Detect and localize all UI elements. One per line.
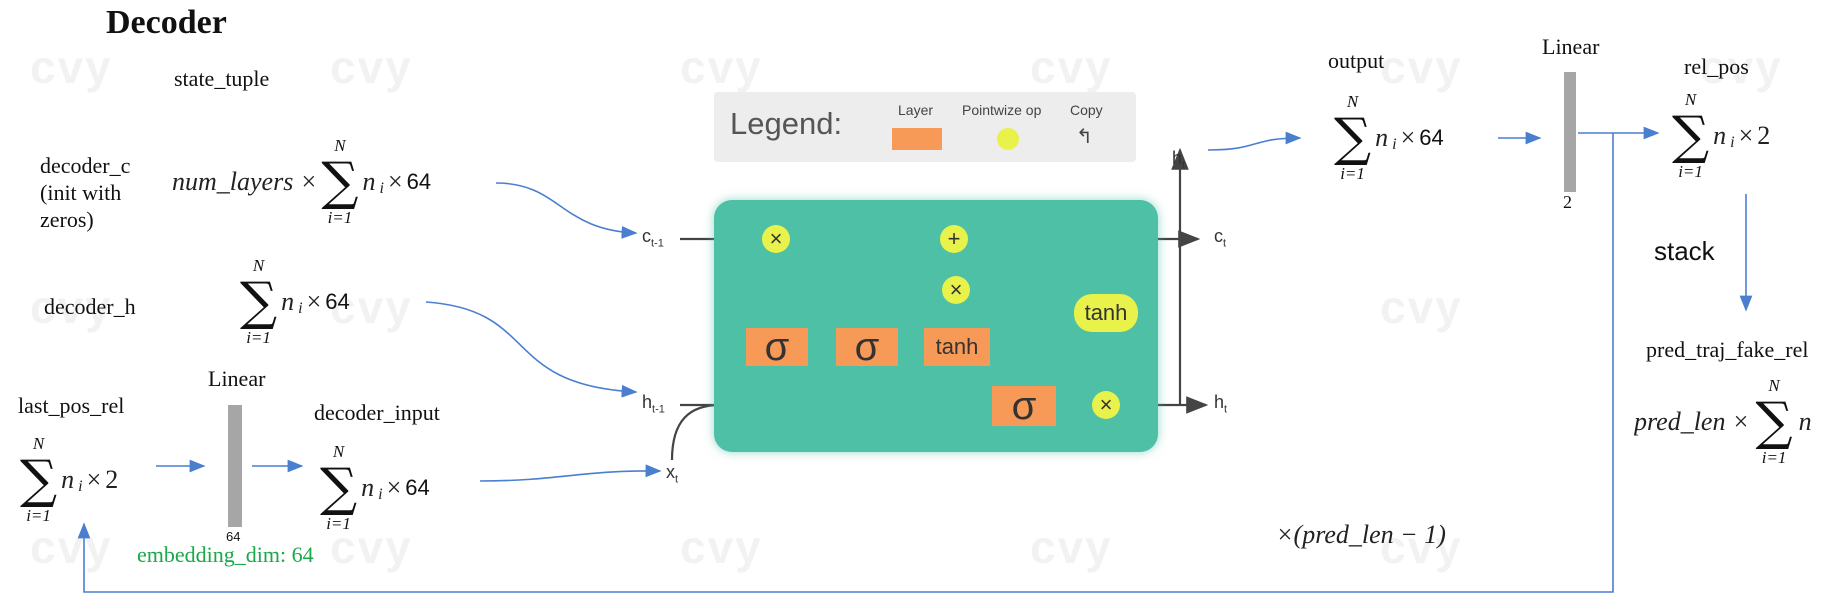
legend-title: Legend: <box>730 106 843 141</box>
repeat-label: ×(pred_len − 1) <box>1276 520 1446 549</box>
arrow-feedback-loop <box>77 133 1614 593</box>
linear-right-label: Linear <box>1542 34 1600 59</box>
state-tuple-label: state_tuple <box>174 66 270 91</box>
rel-pos-label: rel_pos <box>1684 54 1749 79</box>
decoder-c-label: decoder_c (init with zeros) <box>40 153 131 232</box>
cell-add-op: + <box>940 225 968 253</box>
embedding-dim-label: embedding_dim: 64 <box>137 542 314 567</box>
legend: Legend: Layer Pointwize op Copy ↰ <box>714 92 1136 162</box>
pred-traj-fake-rel-label: pred_traj_fake_rel <box>1646 337 1809 362</box>
h-t-top-label: ht <box>1172 148 1186 172</box>
linear-left-bar <box>228 405 242 527</box>
input-mult-op: × <box>942 276 970 304</box>
copy-icon: ↰ <box>1076 126 1093 148</box>
legend-pointwise-label: Pointwize op <box>962 102 1042 118</box>
linear-left-dim: 64 <box>226 529 241 544</box>
input-gate-sigma: σ <box>836 325 898 369</box>
linear-right-bar <box>1564 72 1576 192</box>
legend-copy-label: Copy <box>1070 102 1103 118</box>
math-pred-traj: pred_len × N∑i=1 n <box>1634 376 1812 467</box>
linear-left-label: Linear <box>208 366 266 391</box>
arrow-decoder-input <box>479 464 662 482</box>
linear-right-dim: 2 <box>1563 192 1572 212</box>
arrow-decoder-c <box>495 182 638 239</box>
diagram-title: Decoder <box>106 4 227 41</box>
last-pos-rel-label: last_pos_rel <box>18 393 125 418</box>
c-t-label: ct <box>1214 226 1227 250</box>
c-prev-label: ct-1 <box>642 226 664 250</box>
output-mult-op: × <box>1092 391 1120 419</box>
cell-tanh-op: tanh <box>1074 294 1138 332</box>
forget-gate-sigma: σ <box>746 325 808 369</box>
arrow-decoder-h <box>425 301 638 398</box>
decoder-h-label: decoder_h <box>44 294 136 319</box>
arrow-to-output <box>1207 131 1302 151</box>
forget-mult-op: × <box>762 225 790 253</box>
candidate-tanh-layer: tanh <box>924 328 990 366</box>
stack-label: stack <box>1654 236 1715 266</box>
legend-layer-label: Layer <box>898 102 934 118</box>
legend-pointwise-swatch <box>997 128 1019 150</box>
decoder-input-label: decoder_input <box>314 400 440 425</box>
output-label: output <box>1328 48 1385 73</box>
h-t-right-label: ht <box>1214 392 1228 416</box>
legend-layer-swatch <box>892 128 942 150</box>
x-t-label: xt <box>666 462 679 486</box>
h-prev-label: ht-1 <box>642 392 665 416</box>
output-gate-sigma: σ <box>992 384 1056 428</box>
